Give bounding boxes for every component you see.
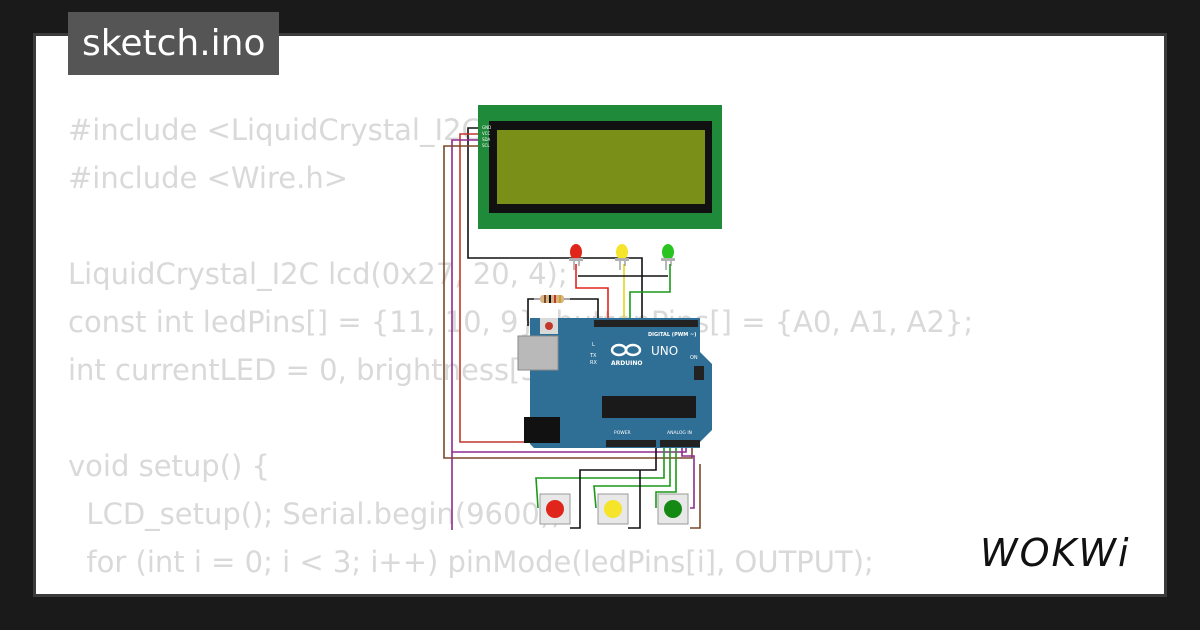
power-label: POWER — [614, 430, 631, 436]
resistor-band — [549, 295, 551, 303]
arduino-uno[interactable]: DIGITAL (PWM ~) UNO ARDUINO POWER ANALOG… — [517, 318, 712, 448]
code-line: const int ledPins[] = {11, 10, 9}, butto… — [68, 305, 974, 339]
board-brand: ARDUINO — [611, 360, 642, 367]
wire-led-red — [575, 264, 609, 320]
wokwi-logo-text: WOKWi — [980, 531, 1131, 575]
wire-button-red — [535, 442, 665, 509]
led-yellow[interactable] — [615, 244, 629, 270]
arduino-logo-icon — [610, 343, 642, 357]
push-button-red[interactable] — [539, 493, 571, 525]
lcd-pin-label: GND — [482, 125, 491, 130]
led-body — [570, 244, 582, 260]
usb-port — [517, 335, 559, 371]
lcd-pin-label: VCC — [482, 131, 491, 136]
wire-button-gnd2 — [628, 470, 641, 529]
sketch-title: sketch.ino — [68, 12, 280, 75]
led-body — [662, 244, 674, 260]
push-button-green[interactable] — [657, 493, 689, 525]
led-green[interactable] — [661, 244, 675, 270]
wires — [443, 127, 701, 530]
resistor-band — [559, 295, 561, 303]
digital-label: DIGITAL (PWM ~) — [648, 332, 696, 338]
code-line: for (int i = 0; i < 3; i++) pinMode(butt… — [68, 586, 1016, 594]
resistor-band — [544, 295, 546, 303]
icsp-header — [694, 366, 704, 380]
wire-resistor — [527, 298, 534, 326]
lcd-pin-label: SDA — [482, 137, 491, 142]
power-jack — [524, 417, 560, 443]
wire-button-gnd — [570, 442, 657, 529]
board-name: UNO — [651, 344, 678, 358]
power-header — [606, 440, 656, 447]
wire-resistor-out — [570, 298, 599, 320]
lcd-pin-label: SCL — [482, 143, 490, 148]
push-button-yellow[interactable] — [597, 493, 629, 525]
led-body — [616, 244, 628, 260]
button-cap — [546, 500, 564, 518]
wire-lcd-gnd — [467, 127, 643, 320]
wire-button-green — [655, 442, 677, 508]
wokwi-logo[interactable]: WOKWi — [978, 528, 1150, 576]
l-label: L — [592, 342, 595, 348]
digital-header — [594, 320, 698, 327]
wire-button-purple — [681, 442, 695, 509]
led-red[interactable] — [569, 244, 583, 270]
code-line: for (int i = 0; i < 3; i++) pinMode(ledP… — [68, 545, 874, 579]
led-base — [615, 258, 629, 261]
wire-led-green — [629, 264, 671, 320]
code-line: #include <Wire.h> — [68, 161, 349, 195]
analog-label: ANALOG IN — [667, 430, 692, 436]
code-line: LCD_setup(); Serial.begin(9600); — [68, 497, 561, 531]
button-cap — [604, 500, 622, 518]
resistor-band — [554, 295, 556, 303]
wire-button-yellow — [593, 442, 671, 509]
lcd-screen — [497, 130, 705, 204]
led-base — [569, 258, 583, 261]
resistor[interactable] — [534, 295, 570, 303]
lcd-display[interactable]: GND VCC SDA SCL — [478, 105, 722, 229]
led-base — [661, 258, 675, 261]
wire-button-brown — [690, 464, 701, 529]
code-line: void setup() { — [68, 449, 270, 483]
analog-header — [660, 440, 700, 447]
code-block: #include <LiquidCrystal_I2C.h> #include … — [68, 106, 1016, 594]
wire-lcd-scl — [443, 145, 693, 459]
on-label: ON — [690, 355, 698, 361]
tx-label: TX — [589, 353, 597, 359]
button-cap — [664, 500, 682, 518]
code-line: LiquidCrystal_I2C lcd(0x27, 20, 4); — [68, 257, 568, 291]
reset-button-cap — [545, 322, 553, 330]
rx-label: RX — [590, 360, 597, 366]
atmega-chip — [602, 396, 696, 418]
